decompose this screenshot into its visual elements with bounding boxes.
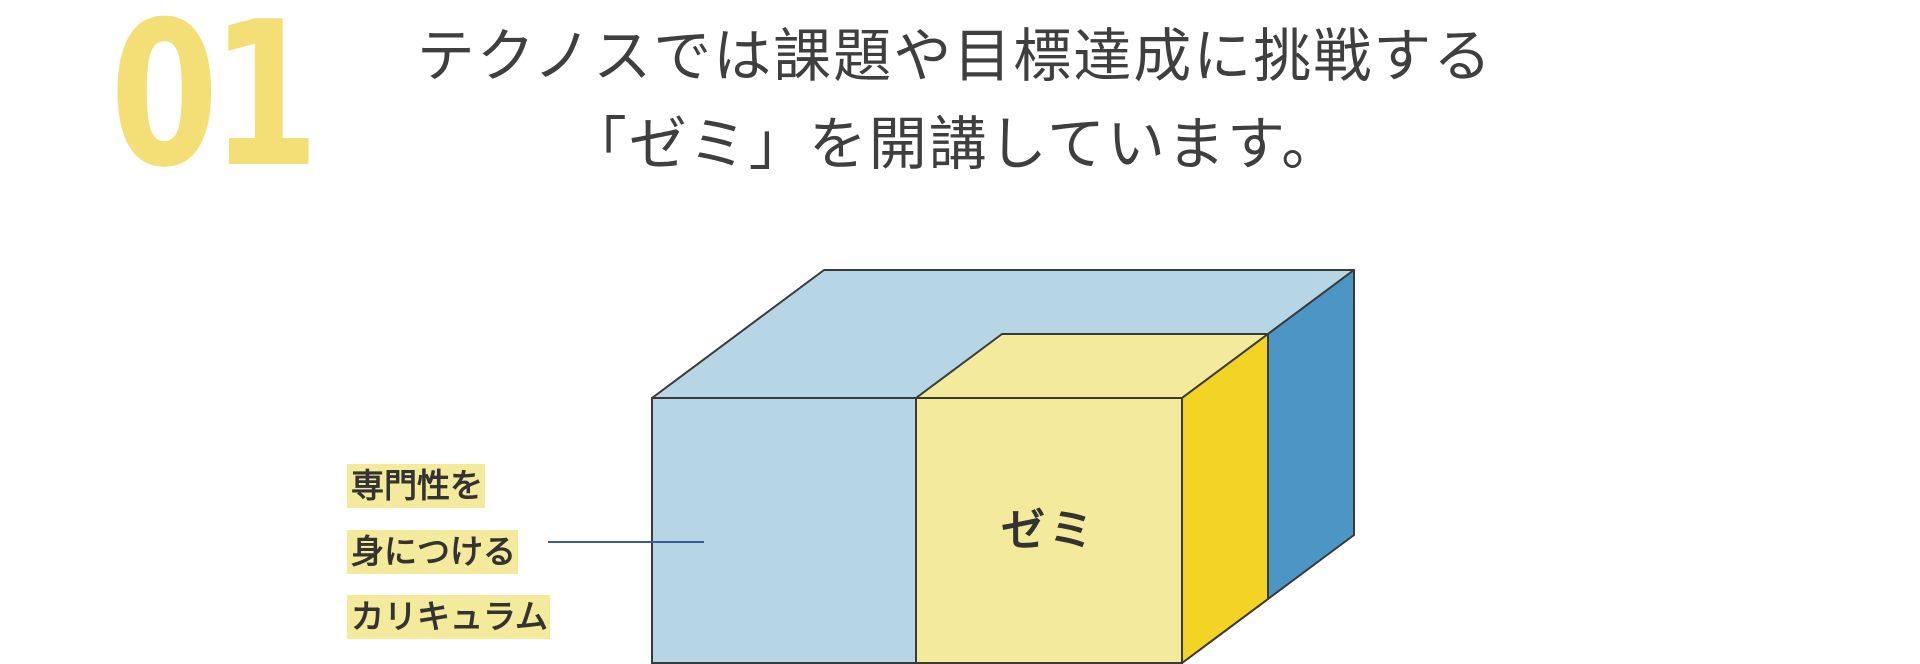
outer-box-label-line-1: 専門性を	[347, 464, 485, 508]
outer-box-label-line-3: カリキュラム	[347, 595, 551, 639]
outer-box-front-face	[651, 397, 917, 664]
headline: テクノスでは課題や目標達成に挑戦する 「ゼミ」を開講しています。	[330, 12, 1580, 188]
headline-line-2: 「ゼミ」を開講しています。	[568, 110, 1342, 178]
inner-box-label: ゼミ	[1001, 505, 1097, 556]
section-number: 01	[110, 0, 319, 212]
outer-box-label-line-2: 身につける	[347, 530, 518, 574]
inner-box-front-face	[915, 397, 1183, 664]
headline-line-1: テクノスでは課題や目標達成に挑戦する	[416, 22, 1494, 90]
